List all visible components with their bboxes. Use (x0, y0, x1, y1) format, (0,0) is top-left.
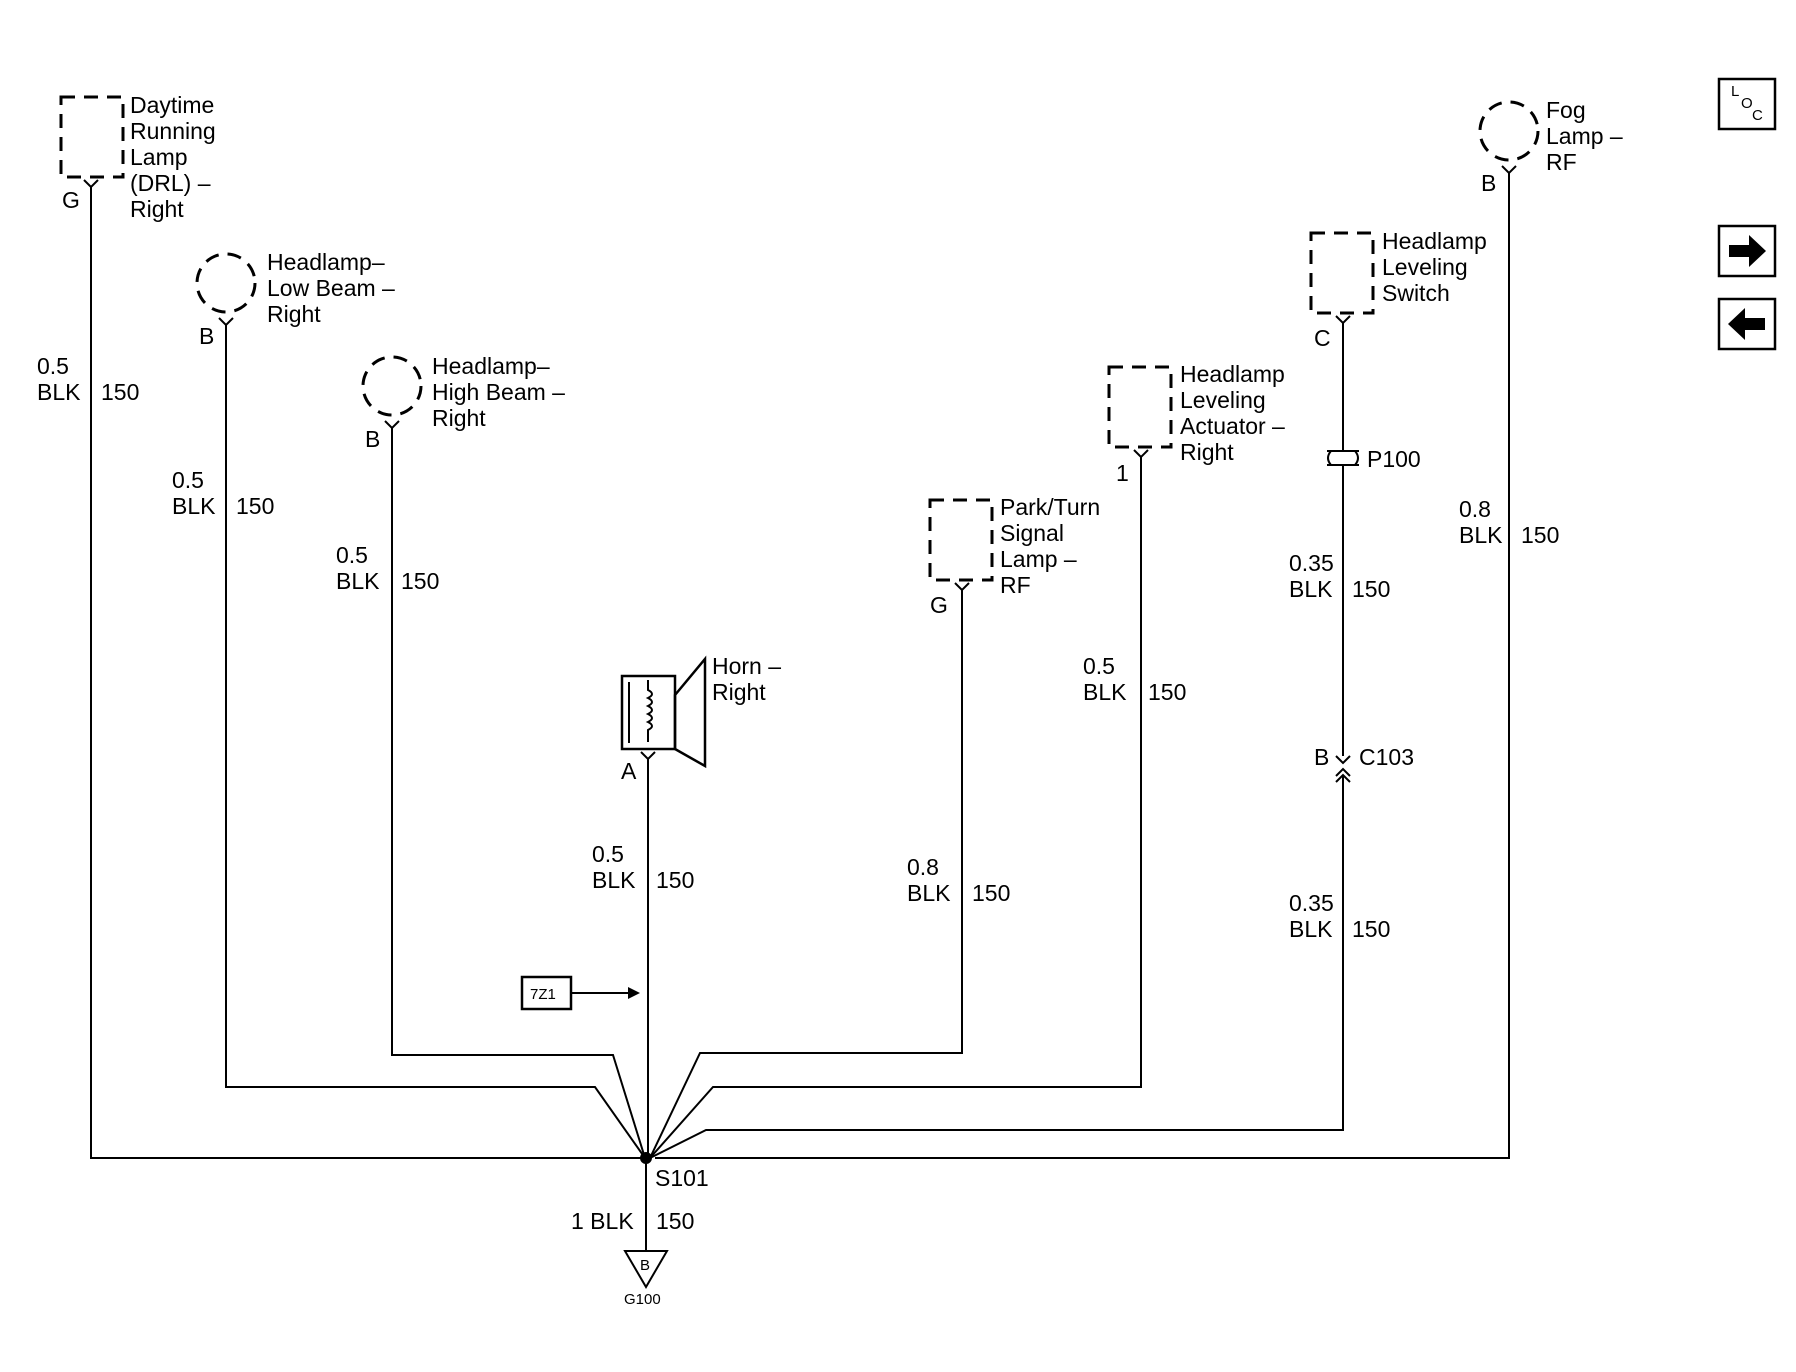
low-beam-wire: 0.5 BLK 150 (172, 325, 646, 1159)
leveling-switch-label: Headlamp Leveling Switch (1382, 228, 1493, 306)
ground-pin: B (640, 1257, 650, 1274)
drl-wire-circuit: 150 (101, 379, 139, 405)
location-button[interactable]: L O C (1717, 77, 1777, 131)
fog-wire-circuit: 150 (1521, 522, 1559, 548)
leveling-switch-terminal (1335, 315, 1351, 325)
low-beam-label: Headlamp– Low Beam – Right (267, 249, 401, 327)
leveling-actuator-wire-gauge: 0.5 BLK (1083, 653, 1127, 705)
drl-wire-gauge: 0.5 BLK (37, 353, 81, 405)
location-button-frame[interactable] (1717, 77, 1777, 131)
drl-component: Daytime Running Lamp (DRL) – Right G (59, 92, 222, 222)
option-7z1-label: 7Z1 (530, 986, 556, 1003)
fog-lamp-pin: B (1481, 170, 1496, 196)
high-beam-terminal (384, 420, 400, 430)
drl-pin: G (62, 187, 80, 213)
leveling-actuator-terminal (1133, 449, 1149, 459)
horn-label: Horn – Right (712, 653, 787, 705)
switch-lower-wire-circuit: 150 (1352, 916, 1390, 942)
drl-wire: 0.5 BLK 150 (37, 187, 645, 1159)
park-turn-terminal (954, 582, 970, 592)
p100-connector: P100 (1327, 446, 1421, 472)
loc-letter-c: C (1752, 107, 1763, 124)
low-beam-terminal (218, 317, 234, 327)
c103-pin: B (1314, 744, 1329, 770)
park-turn-wire-gauge: 0.8 BLK (907, 854, 951, 906)
park-turn-box (928, 498, 994, 582)
high-beam-wire: 0.5 BLK 150 (336, 428, 646, 1159)
drl-box (59, 95, 125, 179)
leveling-actuator-wire: 0.5 BLK 150 (649, 457, 1186, 1159)
horn-bell-icon (673, 655, 707, 769)
leveling-actuator-box (1107, 365, 1173, 449)
fog-wire-gauge: 0.8 BLK (1459, 496, 1503, 548)
high-beam-pin: B (365, 426, 380, 452)
splice-label: S101 (655, 1165, 709, 1191)
loc-letter-l: L (1731, 83, 1739, 100)
ground-wire-circuit: 150 (656, 1208, 694, 1234)
left-arrow-icon (1728, 308, 1765, 340)
horn-wire-circuit: 150 (656, 867, 694, 893)
loc-letter-o: O (1741, 95, 1753, 112)
horn-wire: 0.5 BLK 150 (592, 759, 694, 1158)
fog-lamp-label: Fog Lamp – RF (1546, 97, 1629, 175)
next-page-button[interactable] (1717, 224, 1777, 278)
ground-wire-label: 1 BLK (571, 1208, 634, 1234)
ground-icon (623, 1250, 669, 1289)
horn-component: Horn – Right A (620, 653, 787, 784)
c103-label: C103 (1359, 744, 1414, 770)
park-turn-wire: 0.8 BLK 150 (649, 590, 1010, 1159)
fog-lamp-wire: 0.8 BLK 150 (655, 173, 1559, 1159)
low-beam-component: Headlamp– Low Beam – Right B (195, 249, 401, 349)
fog-lamp-icon (1478, 100, 1540, 162)
park-turn-pin: G (930, 592, 948, 618)
ground-label: G100 (624, 1291, 661, 1308)
leveling-switch-wire: 0.35 BLK 150 0.35 BLK 150 (649, 323, 1390, 1159)
horn-coil-icon (645, 680, 653, 742)
high-beam-wire-circuit: 150 (401, 568, 439, 594)
horn-wire-gauge: 0.5 BLK (592, 841, 636, 893)
high-beam-label: Headlamp– High Beam – Right (432, 353, 571, 431)
prev-button-frame[interactable] (1717, 297, 1777, 351)
switch-upper-wire-circuit: 150 (1352, 576, 1390, 602)
ground-g100: B G100 1 BLK 150 (571, 1158, 694, 1308)
fog-lamp-component: Fog Lamp – RF B (1478, 97, 1629, 196)
park-turn-label: Park/Turn Signal Lamp – RF (1000, 494, 1107, 598)
c103-connector: B C103 (1314, 744, 1414, 783)
right-arrow-icon (1729, 235, 1766, 267)
drl-label: Daytime Running Lamp (DRL) – Right (130, 92, 222, 222)
high-beam-wire-gauge: 0.5 BLK (336, 542, 380, 594)
leveling-actuator-wire-circuit: 150 (1148, 679, 1186, 705)
leveling-switch-box (1309, 231, 1375, 315)
drl-terminal (83, 179, 99, 189)
switch-upper-wire-gauge: 0.35 BLK (1289, 550, 1340, 602)
leveling-actuator-pin: 1 (1116, 460, 1129, 486)
option-7z1[interactable]: 7Z1 (520, 975, 640, 1011)
leveling-actuator-label: Headlamp Leveling Actuator – Right (1180, 361, 1291, 465)
high-beam-lamp-icon (361, 355, 423, 417)
p100-label: P100 (1367, 446, 1421, 472)
switch-lower-wire-gauge: 0.35 BLK (1289, 890, 1340, 942)
park-turn-component: Park/Turn Signal Lamp – RF G (928, 494, 1107, 618)
park-turn-wire-circuit: 150 (972, 880, 1010, 906)
horn-pin: A (621, 758, 637, 784)
next-button-frame[interactable] (1717, 224, 1777, 278)
option-arrow-icon (628, 987, 640, 999)
leveling-switch-component: Headlamp Leveling Switch C (1309, 228, 1493, 351)
leveling-switch-pin: C (1314, 325, 1331, 351)
high-beam-component: Headlamp– High Beam – Right B (361, 353, 571, 452)
low-beam-lamp-icon (195, 252, 257, 314)
fog-lamp-terminal (1501, 165, 1517, 175)
horn-terminal (640, 751, 656, 761)
low-beam-wire-circuit: 150 (236, 493, 274, 519)
leveling-actuator-component: Headlamp Leveling Actuator – Right 1 (1107, 361, 1291, 486)
prev-page-button[interactable] (1717, 297, 1777, 351)
low-beam-pin: B (199, 323, 214, 349)
low-beam-wire-gauge: 0.5 BLK (172, 467, 216, 519)
